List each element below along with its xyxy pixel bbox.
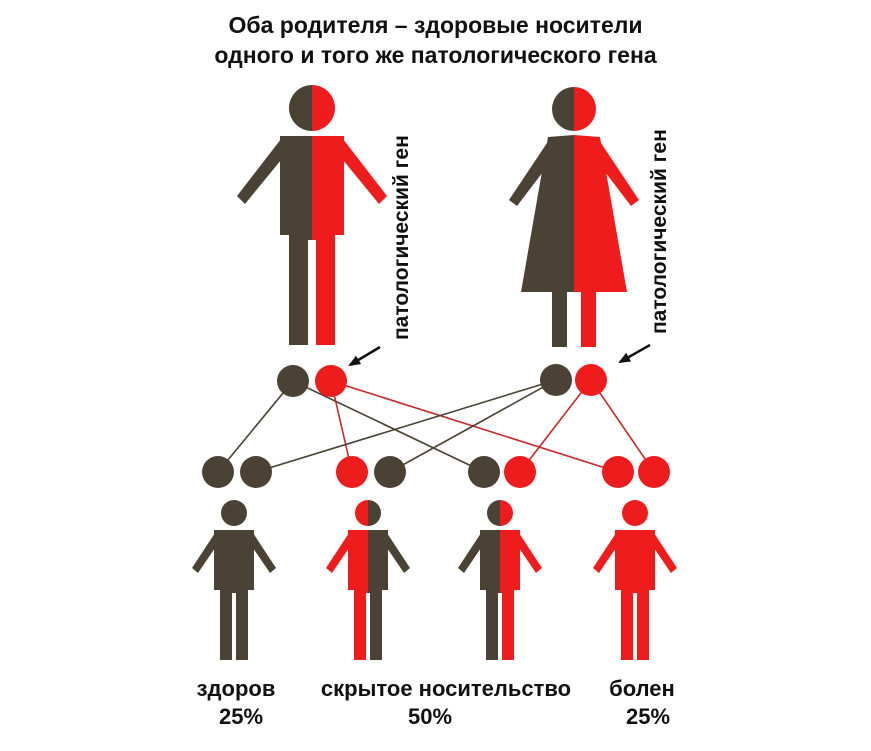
- outcome-carrier-percent: 50%: [407, 704, 453, 729]
- outcome-sick-percent: 25%: [625, 704, 671, 729]
- gene-connection-lines: [217, 379, 655, 473]
- title-line-2: одного и того же патологического гена: [214, 42, 657, 68]
- child-carrier-2-figure-icon: [458, 500, 542, 660]
- mother-gene-arrow-icon: [618, 343, 651, 364]
- title-line-1: Оба родителя – здоровые носители: [228, 12, 643, 38]
- child-gene-circles: [202, 456, 670, 488]
- mother-female-figure-icon: [509, 87, 639, 347]
- father-male-figure-icon: [237, 85, 387, 345]
- outcome-carrier-label: скрытое носительство: [320, 676, 572, 701]
- outcome-healthy-label: здоров: [196, 676, 276, 701]
- child-healthy-figure-icon: [192, 500, 276, 660]
- outcome-sick-label: болен: [609, 676, 675, 701]
- child-sick-figure-icon: [593, 500, 677, 660]
- outcome-healthy-percent: 25%: [218, 704, 264, 729]
- mother-gene-label: патологический ген: [648, 129, 671, 334]
- child-carrier-1-figure-icon: [326, 500, 410, 660]
- father-gene-label: патологический ген: [390, 135, 413, 340]
- father-gene-arrow-icon: [348, 345, 381, 367]
- parent-gene-circles: [277, 364, 607, 397]
